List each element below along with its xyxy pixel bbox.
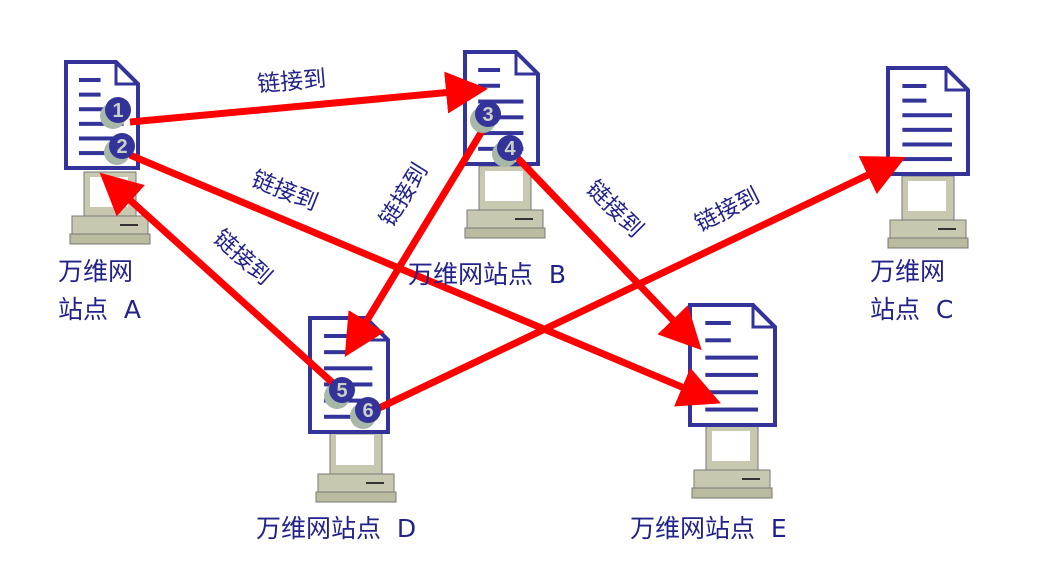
- link-anchor-badge-3[interactable]: 3: [470, 101, 501, 133]
- site-a-label-line2: 站点 A: [58, 295, 141, 324]
- site-c-label-line2: 站点 C: [870, 295, 953, 324]
- link-anchor-badge-4[interactable]: 4: [492, 135, 523, 167]
- svg-text:4: 4: [504, 138, 516, 160]
- link-arrow-1-to-b: [129, 71, 488, 126]
- svg-text:1: 1: [112, 100, 123, 122]
- link-anchor-badge-5[interactable]: 5: [324, 377, 355, 409]
- computer-icon: [691, 425, 773, 499]
- document-icon[interactable]: [688, 303, 777, 427]
- site-d-label: 万维网站点 D: [256, 514, 416, 543]
- svg-text:3: 3: [482, 104, 493, 126]
- site-c: [886, 66, 970, 249]
- site-e: [688, 303, 777, 499]
- site-e-label: 万维网站点 E: [630, 514, 787, 543]
- link-anchor-badge-6[interactable]: 6: [350, 397, 381, 429]
- site-b-label: 万维网站点 B: [408, 260, 566, 289]
- link-arrow-3-to-d: [344, 116, 493, 357]
- computer-icon: [464, 165, 546, 239]
- site-a-label-line1: 万维网: [58, 257, 133, 286]
- computer-icon: [315, 429, 397, 503]
- link-arrow-4-to-e: [507, 147, 702, 351]
- document-icon[interactable]: [886, 66, 970, 176]
- link-label-1-to-b: 链接到: [256, 66, 327, 98]
- link-anchor-badge-1[interactable]: 1: [100, 97, 131, 129]
- svg-text:5: 5: [336, 380, 347, 402]
- link-arrow-6-to-c: [373, 156, 906, 414]
- link-anchor-badge-2[interactable]: 2: [104, 133, 135, 165]
- svg-text:6: 6: [362, 400, 373, 422]
- svg-text:2: 2: [116, 136, 127, 158]
- link-arrow-5-to-a: [99, 172, 338, 388]
- computer-icon: [887, 175, 969, 249]
- site-c-label-line1: 万维网: [870, 257, 945, 286]
- link-arrow-2-to-e: [128, 151, 721, 407]
